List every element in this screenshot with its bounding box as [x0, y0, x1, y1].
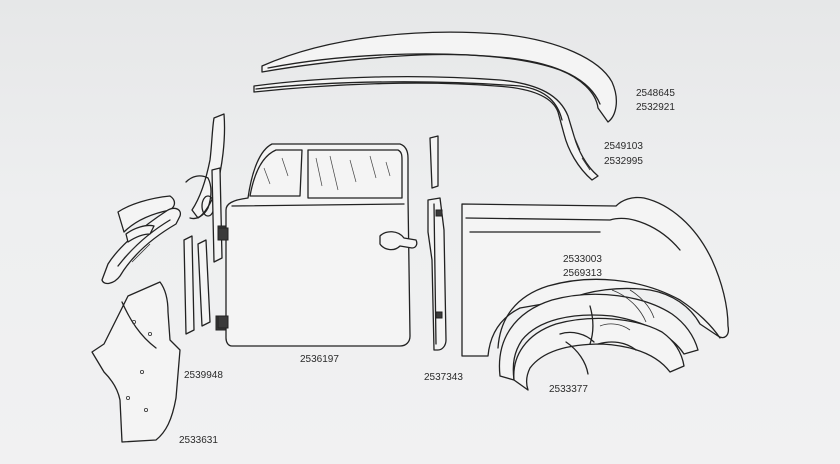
part-label-2533377: 2533377 [549, 384, 588, 395]
part-label-2536197: 2536197 [300, 354, 339, 365]
lower-kick-panel [91, 281, 181, 443]
door-post-strip [427, 135, 447, 351]
door-panel [217, 143, 418, 347]
part-label-2537343: 2537343 [424, 372, 463, 383]
roof-gutter-panel [261, 31, 618, 123]
part-label-2532921: 2532921 [636, 102, 675, 113]
part-label-2549103: 2549103 [604, 141, 643, 152]
part-label-2548645: 2548645 [636, 88, 675, 99]
part-label-2569313: 2569313 [563, 268, 602, 279]
part-label-2532995: 2532995 [604, 156, 643, 167]
b-pillar-strips [183, 167, 227, 335]
roof-drip-rail [253, 75, 599, 181]
a-pillar-assembly [101, 113, 226, 285]
part-label-2533003: 2533003 [563, 254, 602, 265]
part-label-2539948: 2539948 [184, 370, 223, 381]
wheel-arch-inner [498, 289, 699, 391]
part-label-2533631: 2533631 [179, 435, 218, 446]
